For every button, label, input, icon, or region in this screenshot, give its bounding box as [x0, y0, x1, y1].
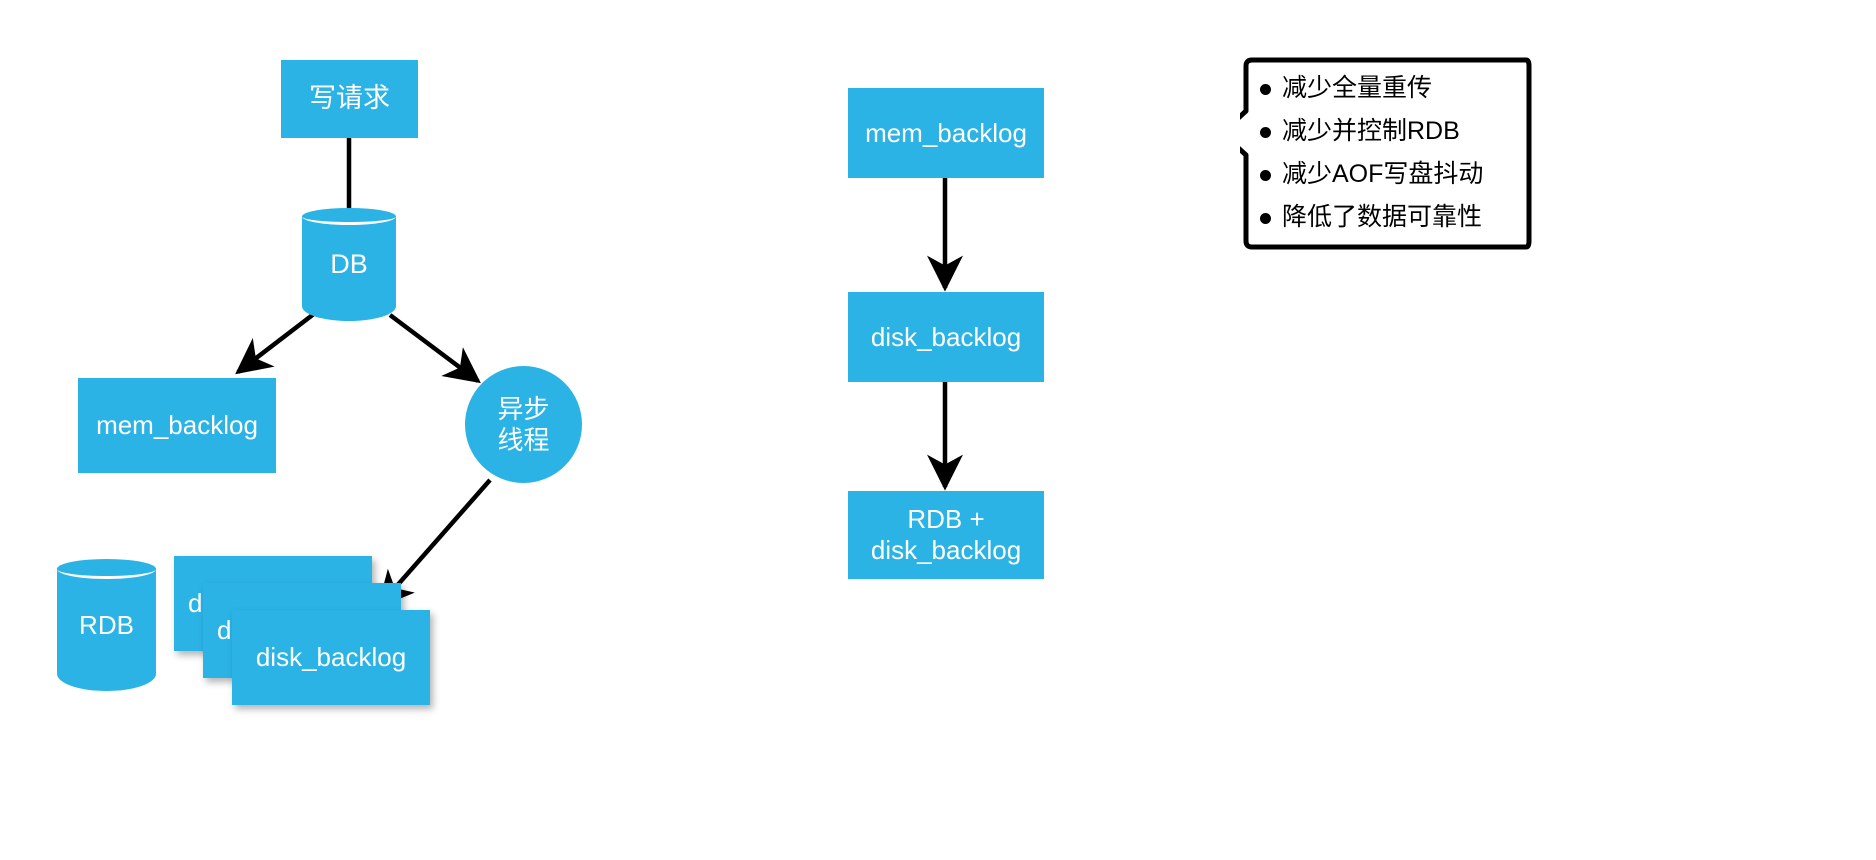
- node-rdb-cylinder[interactable]: RDB: [57, 559, 156, 691]
- callout-item-0: 减少全量重传: [1259, 67, 1483, 110]
- callout-item-2: 减少AOF写盘抖动: [1259, 153, 1483, 196]
- callout-item-1: 减少并控制RDB: [1259, 110, 1483, 153]
- cylinder-top-ellipse: [57, 559, 156, 579]
- cylinder-body: [57, 568, 156, 691]
- cylinder-body: [302, 215, 396, 321]
- node-right-disk-backlog[interactable]: disk_backlog: [848, 292, 1044, 382]
- edge-db-to-async-thread: [388, 313, 481, 384]
- node-right-rdb-plus-disk-backlog[interactable]: RDB + disk_backlog: [848, 491, 1044, 579]
- callout-frame: [1240, 57, 1532, 250]
- node-left-mem-backlog[interactable]: mem_backlog: [78, 378, 276, 473]
- cylinder-top-ellipse: [302, 208, 396, 225]
- node-right-mem-backlog[interactable]: mem_backlog: [848, 88, 1044, 178]
- node-db-label: DB: [330, 249, 368, 279]
- node-write-request[interactable]: 写请求: [281, 60, 418, 138]
- node-db-cylinder[interactable]: DB: [302, 208, 396, 321]
- node-rdb-label: RDB: [79, 609, 134, 640]
- callout-item-3: 降低了数据可靠性: [1259, 196, 1483, 239]
- callout-annotation: 减少全量重传 减少并控制RDB 减少AOF写盘抖动 降低了数据可靠性: [1240, 57, 1532, 250]
- node-disk-backlog-card-front[interactable]: disk_backlog: [232, 610, 430, 705]
- node-async-thread[interactable]: 异步 线程: [465, 366, 582, 483]
- callout-list: 减少全量重传 减少并控制RDB 减少AOF写盘抖动 降低了数据可靠性: [1256, 67, 1483, 239]
